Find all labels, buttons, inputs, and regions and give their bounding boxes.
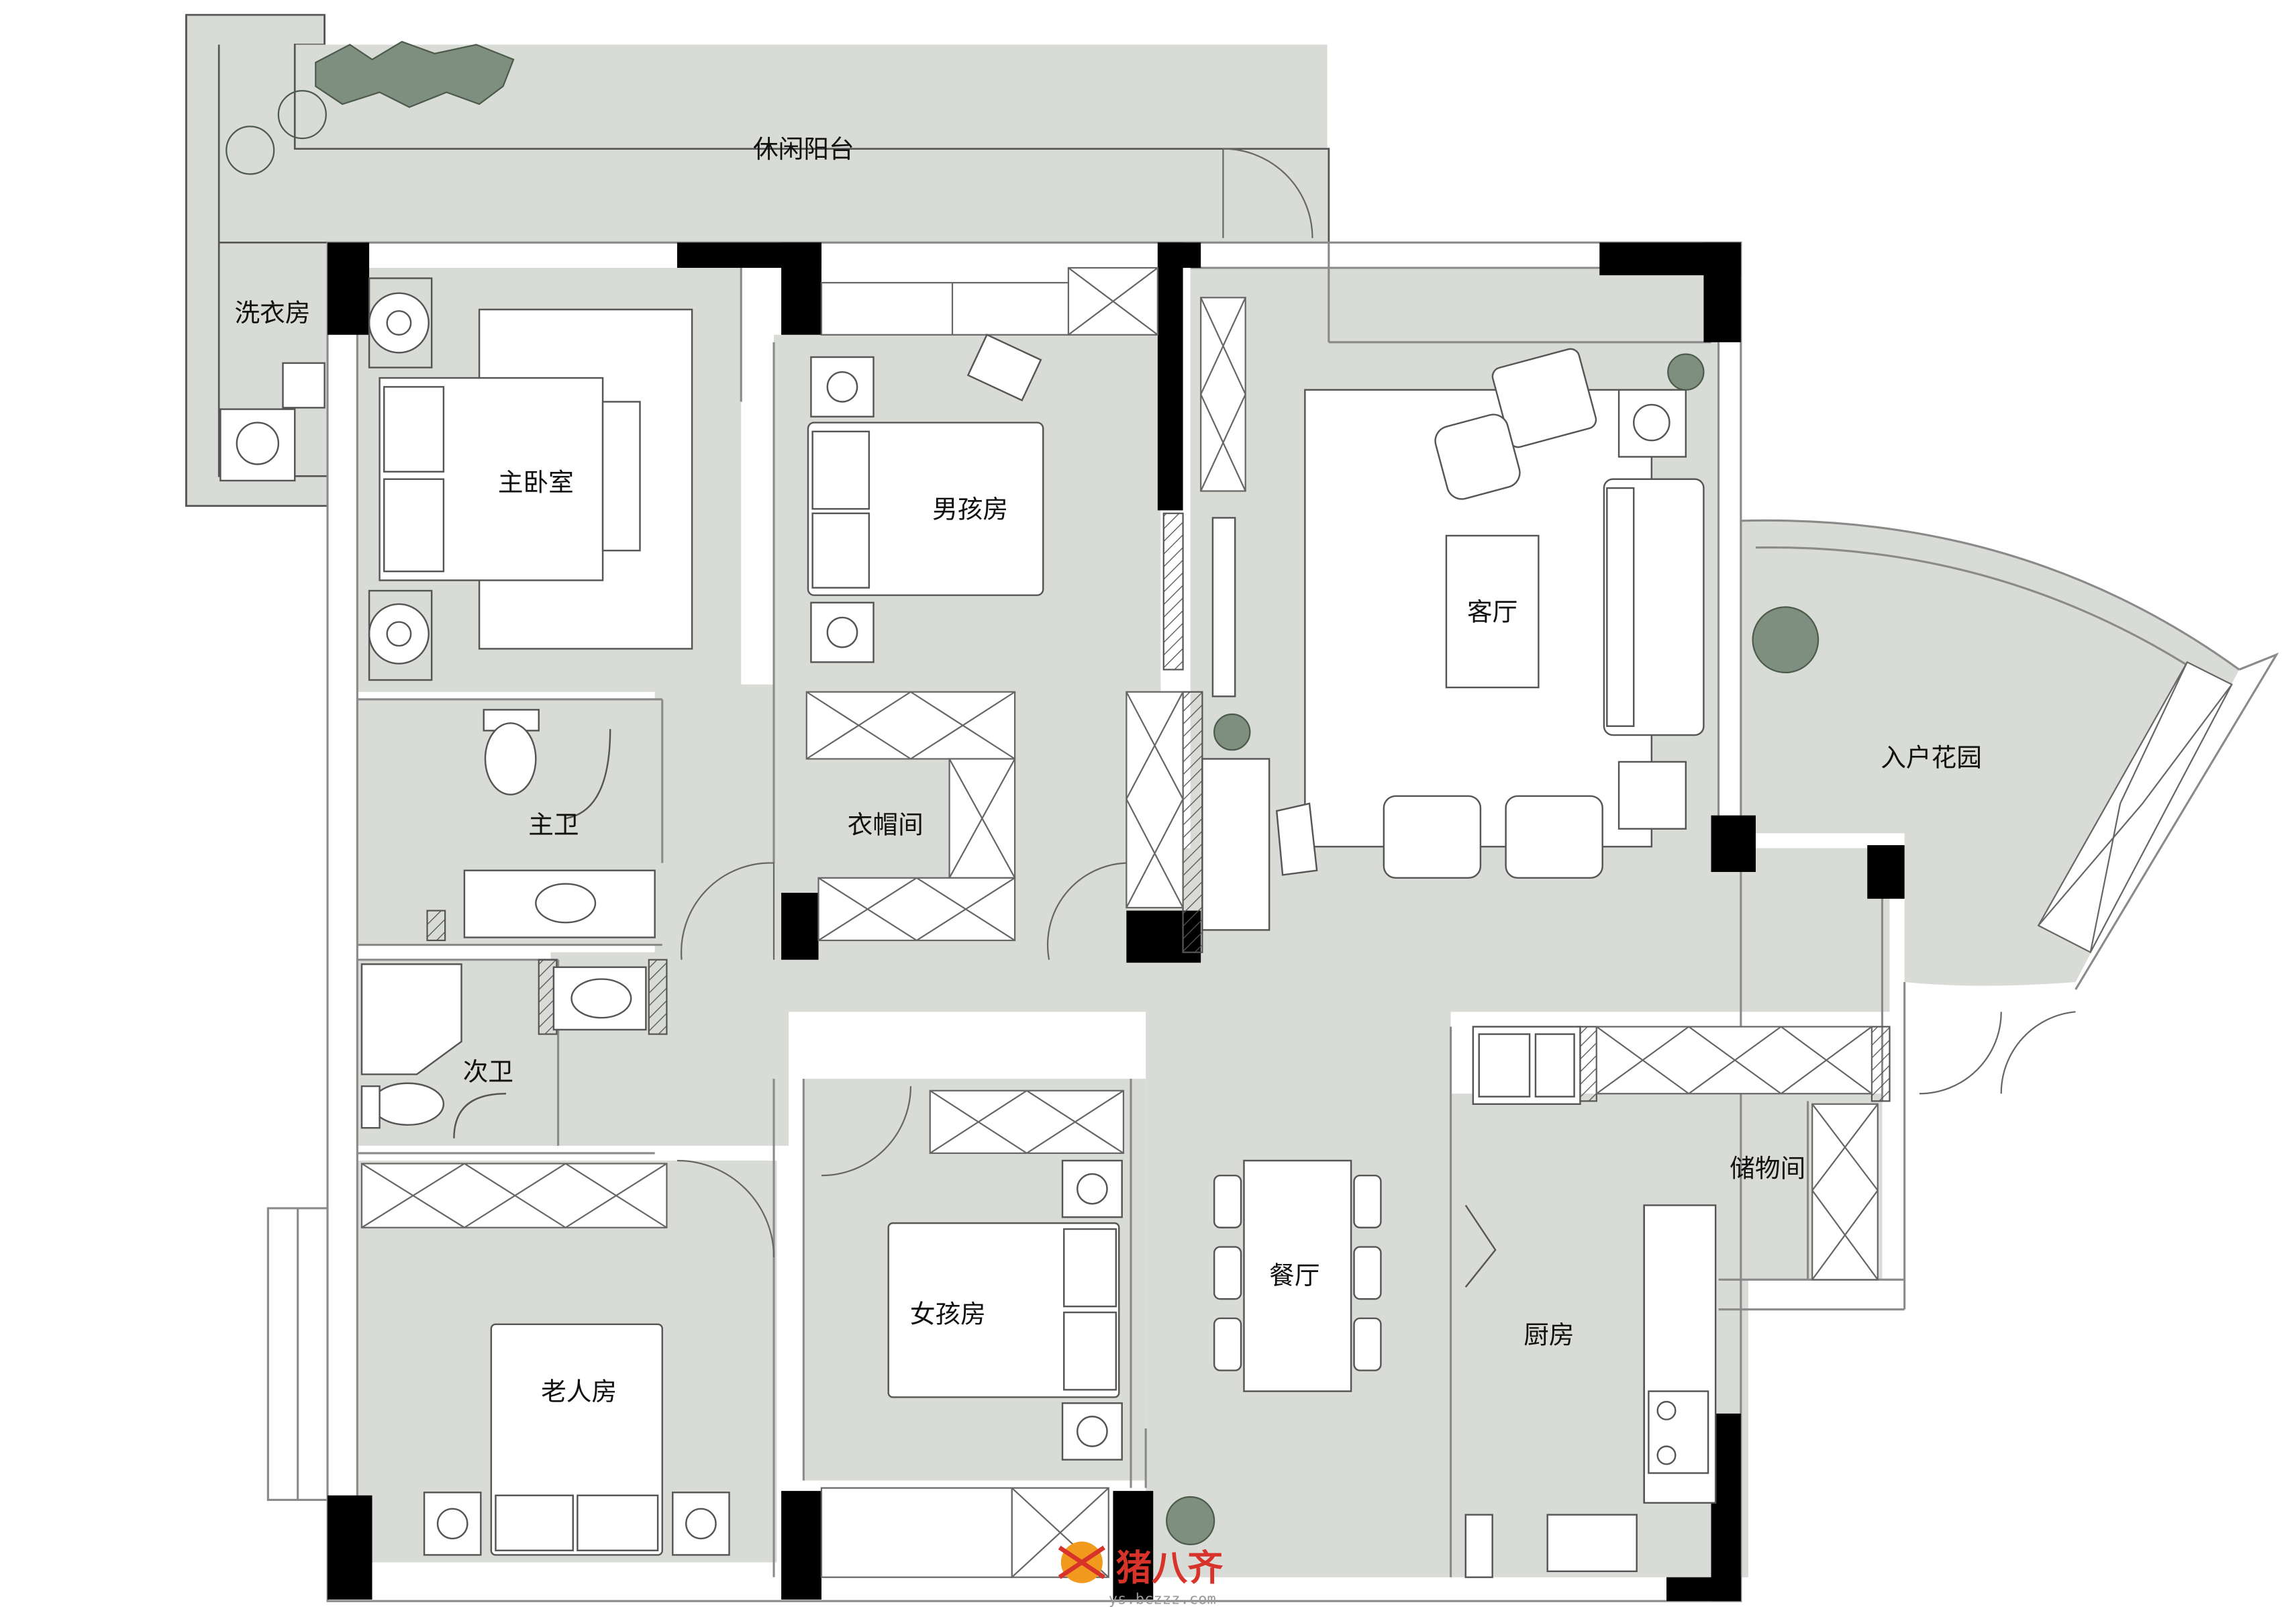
cabinets: [360, 266, 2233, 1578]
nightstand-lamp-icon: [368, 603, 430, 665]
label-balcony: 休闲阳台: [753, 134, 854, 164]
sink-icon: [535, 883, 597, 924]
label-boys-room: 男孩房: [932, 494, 1008, 524]
balcony-outline: [185, 13, 1330, 507]
plant-icon: [226, 126, 275, 175]
ottoman: [1434, 413, 1521, 500]
label-master-bath: 主卫: [528, 810, 579, 839]
master-bedroom-furniture: [368, 277, 693, 681]
plant-icon: [1752, 606, 1819, 674]
second-bath-fixtures: [360, 963, 647, 1138]
dining-table: [1243, 1159, 1352, 1392]
stove-icon: [1648, 1390, 1709, 1474]
toilet-bowl: [371, 1082, 445, 1126]
cabinet-living-left: [1200, 297, 1246, 492]
lamp-icon: [1076, 1416, 1108, 1447]
lamp-icon: [1076, 1173, 1108, 1205]
label-girls-room: 女孩房: [910, 1300, 986, 1329]
cabinet-storage: [1811, 1103, 1879, 1281]
laundry-fixtures: [219, 362, 326, 482]
door-swings: [677, 148, 2076, 1258]
dining-chair: [1505, 795, 1603, 879]
lamp-icon: [436, 1508, 468, 1540]
label-entry-garden: 入户花园: [1881, 743, 1982, 773]
bed: [887, 1222, 1120, 1398]
dining-furniture: [1213, 1159, 1382, 1392]
label-kitchen: 厨房: [1524, 1320, 1574, 1350]
dining-chair: [1383, 795, 1482, 879]
cabinet-cloak-top: [805, 691, 1016, 760]
cabinet-cloak-right: [948, 758, 1016, 879]
lamp-icon: [826, 616, 858, 648]
lamp-icon: [685, 1508, 717, 1540]
label-storage: 储物间: [1730, 1153, 1805, 1183]
cabinet-girls: [929, 1089, 1125, 1155]
label-living-room: 客厅: [1467, 597, 1517, 626]
label-dining: 餐厅: [1269, 1261, 1319, 1290]
plant-icon: [277, 90, 327, 140]
armchair: [1491, 348, 1597, 448]
cabinet-kitchen-top: [1595, 1026, 1873, 1095]
cabinet-cloak-bottom: [817, 877, 1016, 942]
girls-room-furniture: [887, 1159, 1123, 1461]
chair: [966, 334, 1042, 402]
cabinet-living-column: [1126, 691, 1184, 909]
plant-icon: [1166, 1496, 1215, 1546]
watermark: 猪八齐 ys.bczzz.com: [1058, 1541, 1224, 1607]
label-cloakroom: 衣帽间: [848, 810, 924, 839]
room-labels: 休闲阳台 洗衣房 主卧室 男孩房 客厅 入户花园 主卫 衣帽间 次卫 储物间 餐…: [234, 134, 1981, 1406]
watermark-text: 猪八齐: [1116, 1547, 1224, 1589]
living-furniture: [1201, 348, 1705, 931]
label-second-bath: 次卫: [463, 1057, 513, 1086]
label-elders-room: 老人房: [541, 1377, 617, 1406]
nightstand-lamp-icon: [368, 292, 430, 354]
shower-tray: [360, 963, 462, 1075]
cabinet-boys-top: [1067, 266, 1159, 336]
hatched-walls: [426, 512, 1891, 1102]
kitchen-fixtures: [1464, 1026, 1717, 1578]
plant-icon: [315, 40, 515, 108]
plant-icon: [1667, 353, 1705, 391]
master-bath-fixtures: [463, 709, 656, 938]
thin-walls: [266, 241, 2279, 1602]
sink-icon: [570, 978, 632, 1019]
label-laundry: 洗衣房: [234, 298, 310, 328]
girls-window: [820, 1487, 1013, 1578]
plants: [226, 40, 1819, 1546]
watermark-sub: ys.bczzz.com: [1109, 1591, 1216, 1607]
boys-window-ledge: [820, 282, 1070, 336]
elders-room-furniture: [423, 1323, 730, 1556]
lamp-icon: [826, 371, 858, 403]
plant-icon: [1213, 713, 1251, 751]
label-master-bedroom: 主卧室: [498, 468, 574, 497]
cabinet-elders: [360, 1163, 668, 1228]
tv-cabinet: [1211, 517, 1236, 697]
end-table: [1617, 761, 1687, 830]
kitchen-sink: [1546, 1514, 1638, 1573]
boys-room-furniture: [807, 334, 1044, 663]
coffee-table: [1445, 534, 1540, 689]
toilet-bowl: [484, 722, 537, 795]
